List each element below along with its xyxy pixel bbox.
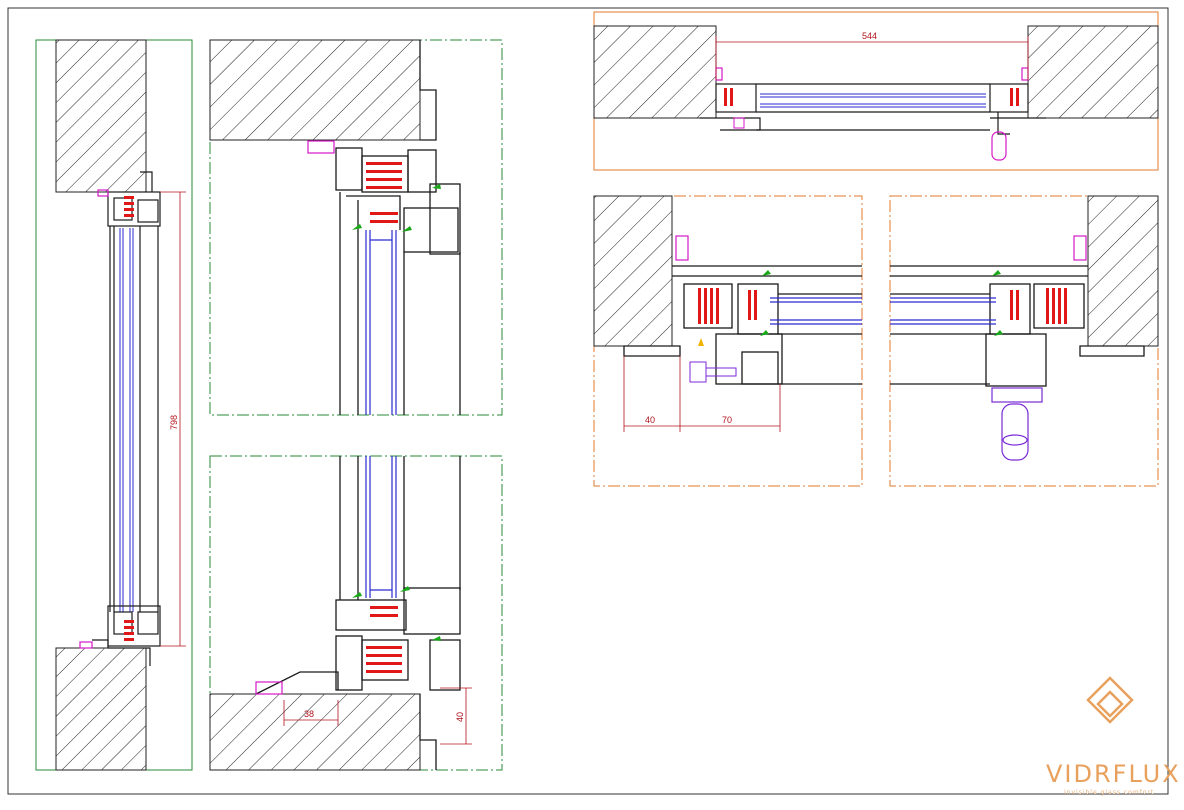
wall-top	[55, 39, 147, 193]
vertical-section-full: 798	[35, 39, 193, 771]
jamb-detail-left: 40 70	[593, 195, 863, 487]
dim-label-sill-height: 40	[455, 712, 465, 722]
dim-label-sill-depth: 38	[304, 709, 314, 719]
dim-label-jamb-70: 70	[722, 415, 732, 425]
horizontal-section-overview: 544	[593, 11, 1159, 171]
glass-pane	[119, 228, 134, 612]
wall-right-overview	[1027, 25, 1159, 119]
wall-head	[209, 39, 421, 141]
dim-label-jamb-40: 40	[645, 415, 655, 425]
handle-large	[991, 387, 1043, 461]
gasket-head	[124, 196, 134, 217]
head-detail	[209, 39, 503, 416]
handle-small	[689, 361, 737, 383]
wall-jamb-left	[593, 195, 673, 347]
wall-left-overview	[593, 25, 717, 119]
dim-label-top-width: 544	[862, 31, 877, 41]
jamb-detail-right	[889, 195, 1159, 487]
dim-label-height: 798	[169, 415, 179, 430]
sheet-border	[7, 7, 1169, 795]
sill-detail: 38 40	[209, 455, 503, 771]
dimension-height	[160, 191, 186, 647]
wall-jamb-right	[1087, 195, 1159, 347]
wall-sill	[209, 693, 421, 771]
brand-tagline: invisible glass comfort	[1064, 789, 1154, 796]
brand-logo: VIDRFLUX invisible glass comfort	[1046, 676, 1181, 796]
wall-bottom	[55, 647, 147, 771]
brand-name: VIDRFLUX	[1046, 760, 1181, 788]
brand-mark-icon	[1086, 676, 1134, 724]
